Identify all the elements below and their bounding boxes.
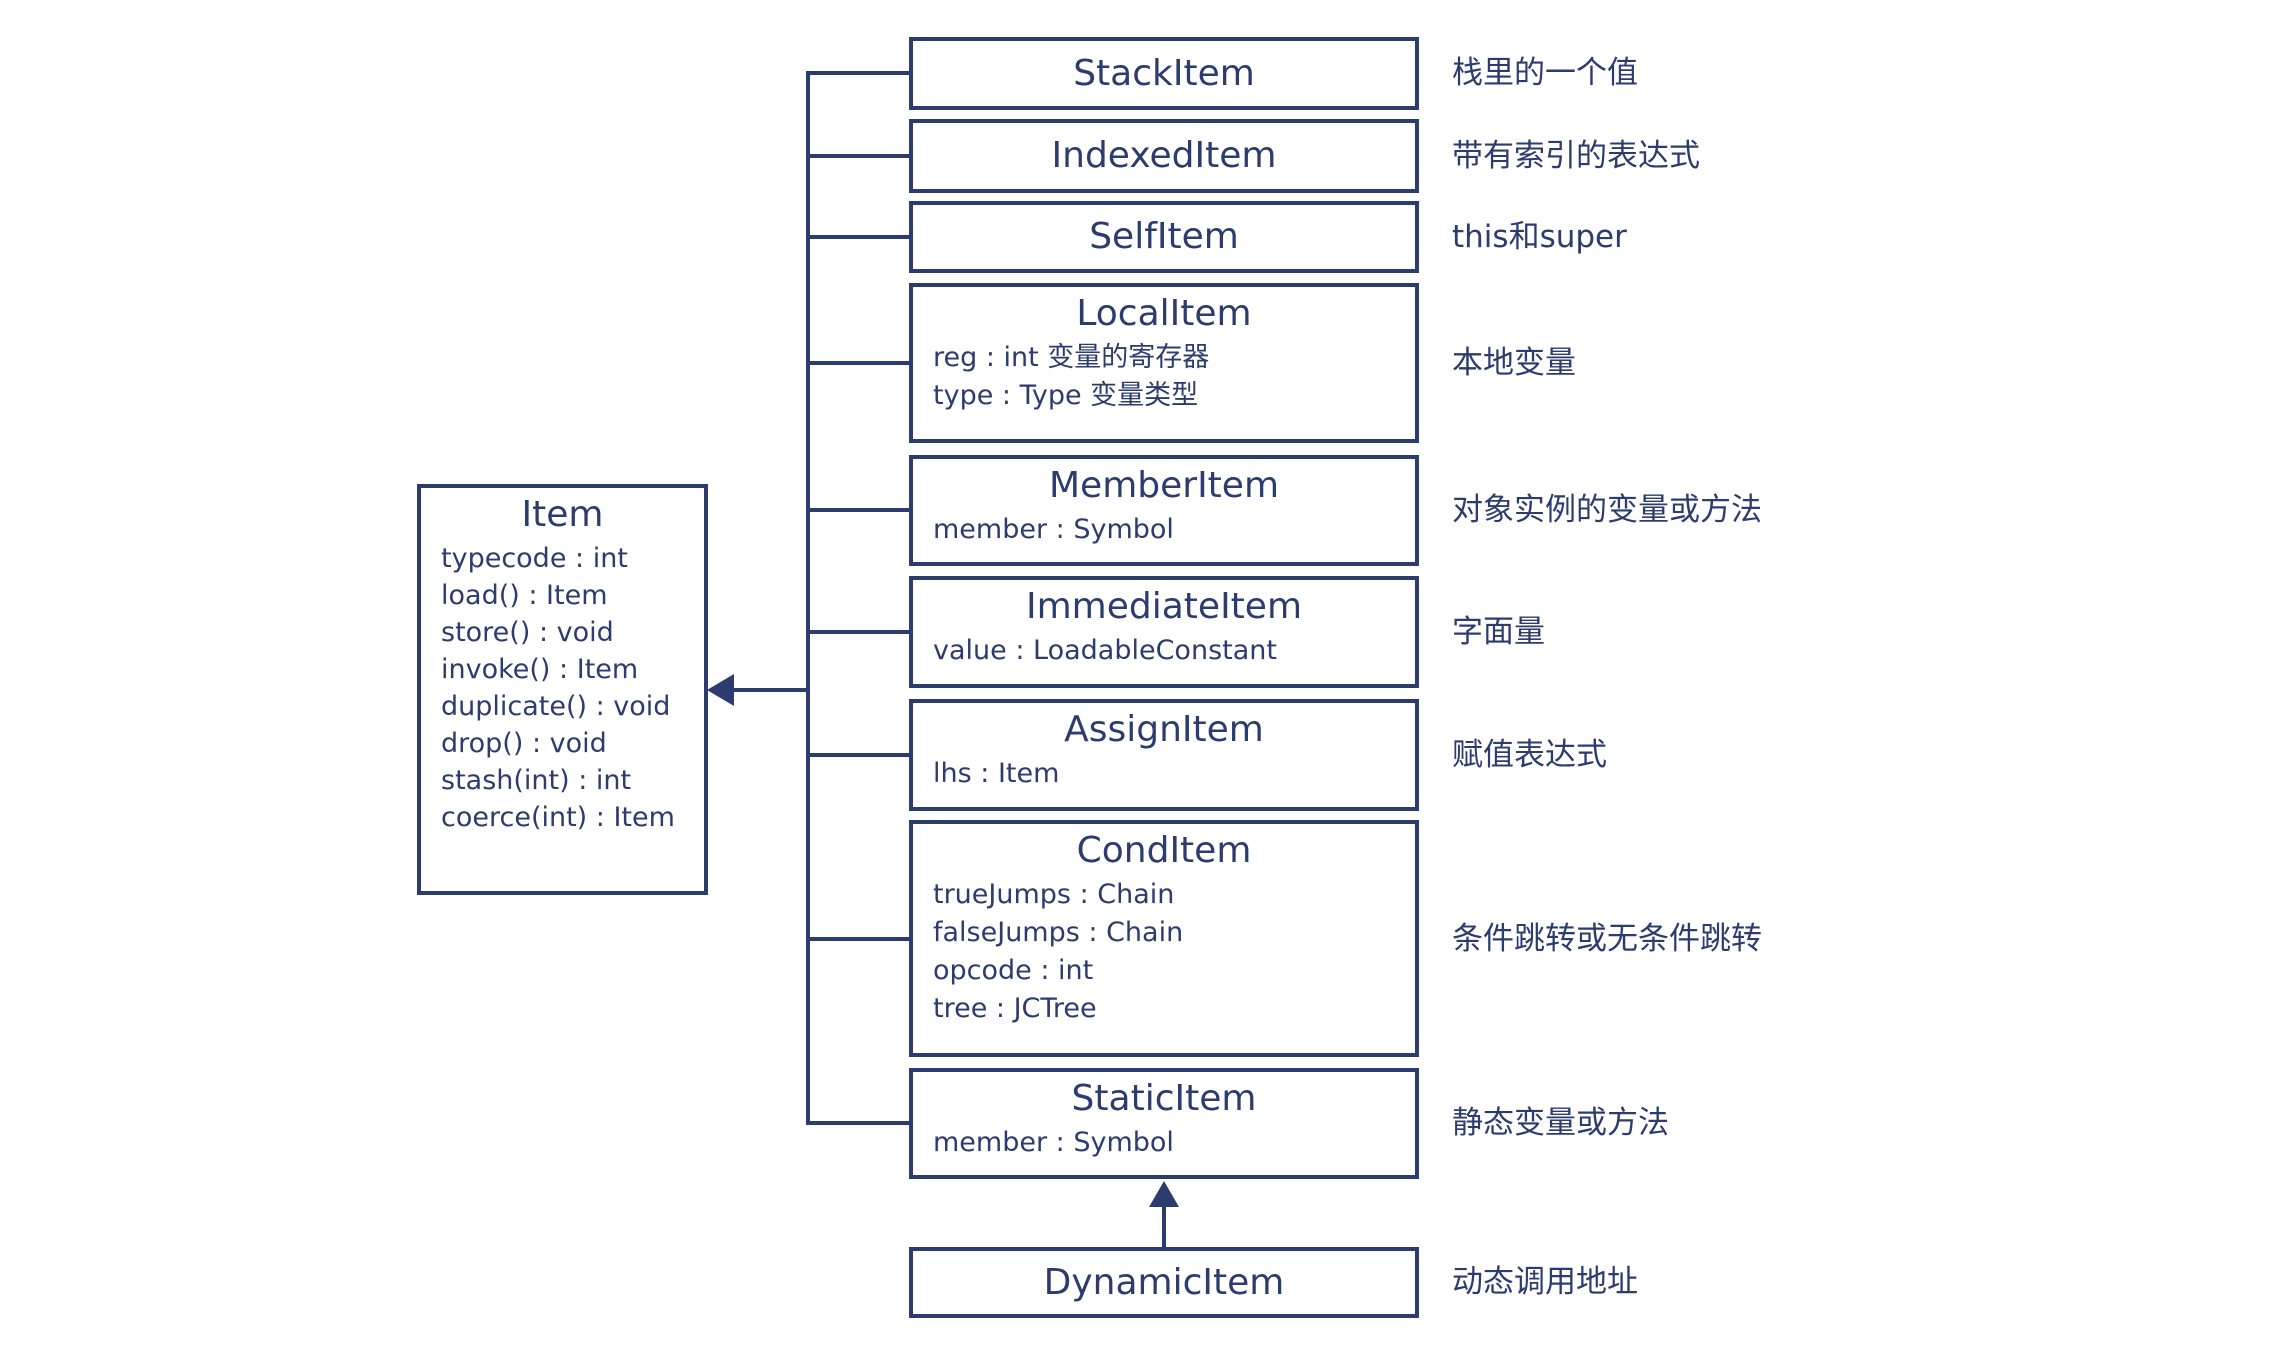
class-box-indexeditem: IndexedItem	[909, 119, 1419, 193]
class-attribute: store() : void	[441, 617, 614, 648]
class-title-dynamicitem: DynamicItem	[1043, 1261, 1285, 1303]
class-box-item: Item typecode : int load() : Item store(…	[417, 484, 708, 895]
class-title-immediateitem: ImmediateItem	[1025, 586, 1303, 627]
class-attribute: coerce(int) : Item	[441, 802, 675, 833]
class-box-conditem: CondItem trueJumps : Chain falseJumps : …	[909, 820, 1419, 1057]
class-attribute: opcode : int	[933, 955, 1094, 986]
class-title-stackitem: StackItem	[1073, 52, 1255, 94]
class-title-selfitem: SelfItem	[1089, 216, 1239, 257]
inheritance-trunk-line	[806, 71, 810, 1125]
stub-line-indexeditem	[808, 154, 909, 158]
class-box-assignitem: AssignItem lhs : Item	[909, 699, 1419, 811]
stub-line-conditem	[808, 937, 909, 941]
class-attribute: type : Type 变量类型	[933, 380, 1199, 411]
class-title-conditem: CondItem	[1076, 830, 1252, 871]
annotation-dynamicitem: 动态调用地址	[1452, 1264, 1638, 1300]
class-box-staticitem: StaticItem member : Symbol	[909, 1068, 1419, 1179]
class-attributes-conditem: trueJumps : Chain falseJumps : Chain opc…	[913, 874, 1415, 1028]
stub-line-localitem	[808, 361, 909, 365]
inheritance-arrowhead-left-icon	[707, 674, 734, 706]
annotation-stackitem: 栈里的一个值	[1452, 55, 1638, 91]
class-box-selfitem: SelfItem	[909, 201, 1419, 273]
class-attribute: member : Symbol	[933, 1127, 1174, 1158]
class-attributes-assignitem: lhs : Item	[913, 753, 1415, 793]
class-title-indexeditem: IndexedItem	[1051, 135, 1277, 176]
annotation-localitem: 本地变量	[1452, 345, 1576, 381]
stub-line-stackitem	[808, 71, 909, 75]
class-box-dynamicitem: DynamicItem	[909, 1247, 1419, 1318]
class-box-immediateitem: ImmediateItem value : LoadableConstant	[909, 576, 1419, 688]
annotation-staticitem: 静态变量或方法	[1452, 1105, 1669, 1141]
class-attribute: value : LoadableConstant	[933, 635, 1277, 666]
class-attributes-item: typecode : int load() : Item store() : v…	[421, 538, 704, 836]
stub-line-staticitem	[808, 1121, 909, 1125]
class-title-item: Item	[521, 494, 604, 535]
class-attribute: typecode : int	[441, 543, 628, 574]
class-attribute: duplicate() : void	[441, 691, 671, 722]
stub-line-assignitem	[808, 753, 909, 757]
annotation-assignitem: 赋值表达式	[1452, 737, 1607, 773]
stub-line-memberitem	[808, 508, 909, 512]
class-attribute: lhs : Item	[933, 758, 1060, 789]
class-attributes-staticitem: member : Symbol	[913, 1122, 1415, 1162]
stub-line-immediateitem	[808, 630, 909, 634]
annotation-conditem: 条件跳转或无条件跳转	[1452, 921, 1762, 957]
class-attributes-immediateitem: value : LoadableConstant	[913, 630, 1415, 670]
class-attribute: drop() : void	[441, 728, 607, 759]
annotation-selfitem: this和super	[1452, 219, 1627, 255]
class-attribute: trueJumps : Chain	[933, 879, 1175, 910]
annotation-indexeditem: 带有索引的表达式	[1452, 138, 1700, 174]
class-attribute: member : Symbol	[933, 514, 1174, 545]
arrow-line-to-item	[732, 688, 808, 692]
class-attribute: falseJumps : Chain	[933, 917, 1184, 948]
annotation-immediateitem: 字面量	[1452, 614, 1545, 650]
arrow-line-dynamic-to-static	[1162, 1205, 1166, 1247]
class-title-memberitem: MemberItem	[1048, 465, 1280, 506]
class-box-localitem: LocalItem reg : int 变量的寄存器 type : Type 变…	[909, 283, 1419, 443]
class-attribute: tree : JCTree	[933, 993, 1097, 1024]
class-box-stackitem: StackItem	[909, 37, 1419, 110]
class-attributes-localitem: reg : int 变量的寄存器 type : Type 变量类型	[913, 337, 1415, 415]
class-title-staticitem: StaticItem	[1071, 1078, 1257, 1119]
class-box-memberitem: MemberItem member : Symbol	[909, 455, 1419, 566]
class-attribute: invoke() : Item	[441, 654, 639, 685]
class-attribute: reg : int 变量的寄存器	[933, 342, 1210, 373]
class-title-assignitem: AssignItem	[1064, 709, 1264, 750]
annotation-memberitem: 对象实例的变量或方法	[1452, 492, 1762, 528]
class-title-localitem: LocalItem	[1076, 293, 1252, 334]
class-attribute: stash(int) : int	[441, 765, 632, 796]
stub-line-selfitem	[808, 235, 909, 239]
class-attribute: load() : Item	[441, 580, 608, 611]
class-attributes-memberitem: member : Symbol	[913, 509, 1415, 549]
inheritance-arrowhead-up-icon	[1149, 1181, 1179, 1207]
